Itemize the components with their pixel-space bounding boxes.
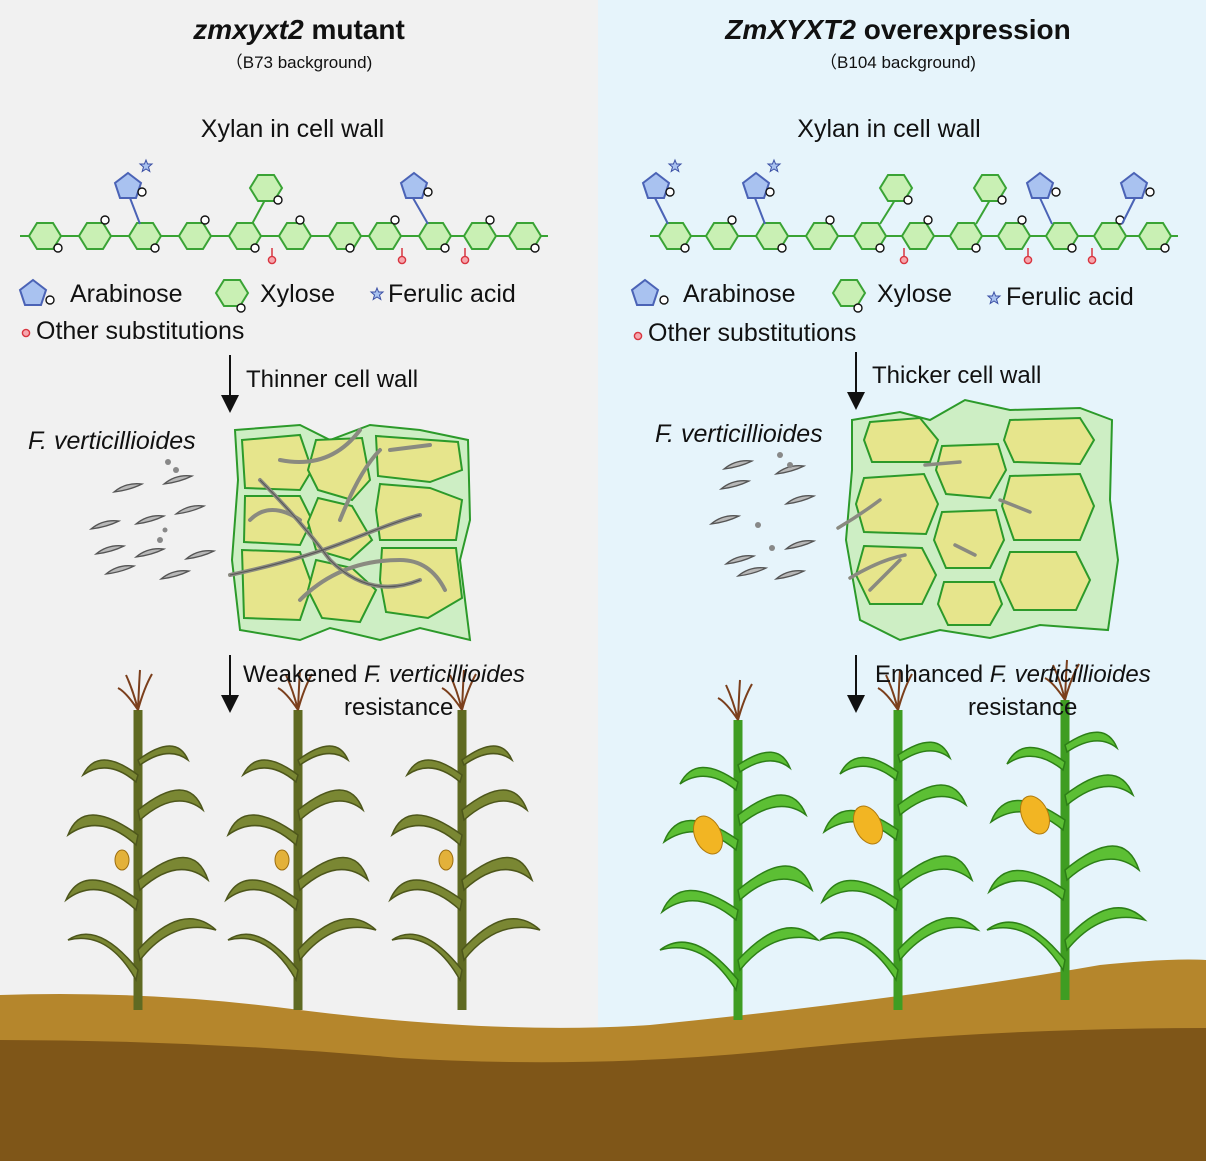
down-arrow-icon: [220, 654, 240, 714]
arabinose-icon: [19, 279, 55, 306]
right-resistance-word: resistance: [968, 694, 1078, 721]
left-title-gene: zmxyxt2: [193, 14, 304, 45]
right-section-title: Xylan in cell wall: [797, 115, 981, 143]
left-legend-arabinose: Arabinose: [70, 280, 183, 308]
left-section-title: Xylan in cell wall: [200, 115, 385, 143]
left-legend-ferulic: Ferulic acid: [388, 280, 516, 308]
right-title-suffix: overexpression: [855, 14, 1071, 45]
fungus-spore-icon: [710, 452, 815, 580]
xylose-icon: [215, 279, 249, 313]
down-arrow-icon: [846, 654, 866, 714]
down-arrow-icon: [220, 354, 240, 414]
left-legend-other: Other substitutions: [36, 317, 245, 345]
left-xylan-chain: [20, 159, 548, 265]
right-title: ZmXYXT2 overexpression: [573, 14, 1206, 46]
right-wall-label: Thicker cell wall: [872, 362, 1042, 389]
right-cell-tissue: [836, 398, 1120, 642]
xylose-icon: [832, 279, 866, 313]
right-title-gene: ZmXYXT2: [725, 14, 856, 45]
arabinose-icon: [631, 279, 669, 306]
right-fungus-label: F. verticillioides: [655, 420, 823, 448]
left-resistance-label: Weakened F. verticillioides: [243, 661, 525, 688]
left-cell-tissue: [228, 423, 472, 642]
right-resistance-label: Enhanced F. verticillioides: [875, 661, 1151, 688]
right-legend-xylose: Xylose: [877, 280, 953, 308]
down-arrow-icon: [846, 351, 866, 411]
right-legend-ferulic: Ferulic acid: [1006, 283, 1134, 311]
left-subtitle: （B73 background): [225, 53, 373, 72]
other-substitution-icon: [633, 331, 643, 341]
maize-plant-icon: [660, 680, 818, 1020]
right-xylan-chain: [642, 159, 1178, 265]
left-resistance-word: resistance: [344, 694, 454, 721]
ferulic-acid-star-icon: [987, 291, 1001, 304]
maize-plant-icon: [820, 670, 978, 1010]
fungus-spore-icon: [90, 459, 215, 580]
soil-bottom-layer: [0, 1028, 1206, 1161]
left-fungus-label: F. verticillioides: [28, 427, 196, 455]
right-subtitle: （B104 background): [820, 53, 976, 72]
left-wall-label: Thinner cell wall: [246, 366, 419, 393]
maize-plant-icon: [66, 670, 216, 1010]
ferulic-acid-star-icon: [370, 287, 384, 300]
left-title: zmxyxt2 mutant: [0, 14, 598, 46]
left-title-suffix: mutant: [303, 14, 405, 45]
right-legend-other: Other substitutions: [648, 319, 857, 347]
other-substitution-icon: [21, 328, 31, 338]
left-legend-xylose: Xylose: [260, 280, 336, 308]
right-legend-arabinose: Arabinose: [683, 280, 796, 308]
